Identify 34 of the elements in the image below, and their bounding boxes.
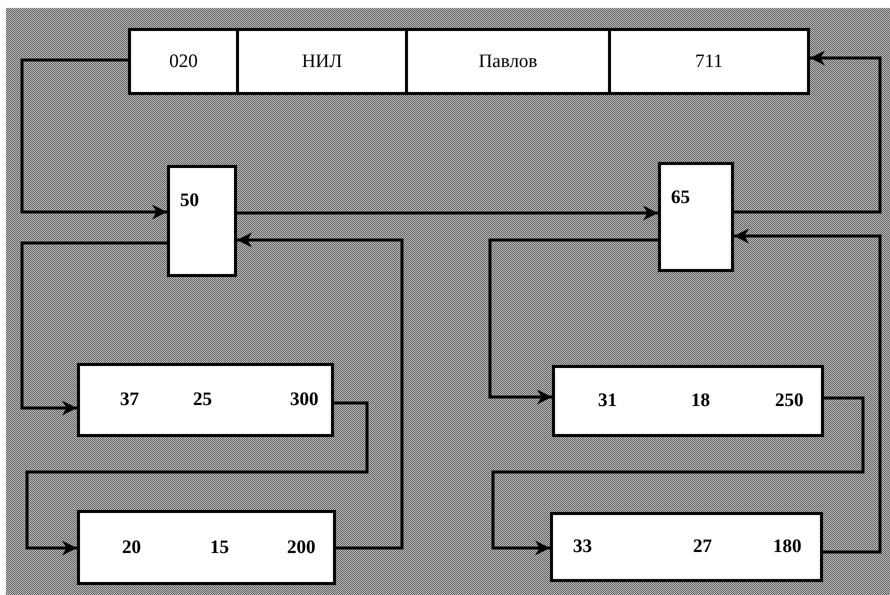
field-value: Павлов <box>478 50 538 72</box>
arrow <box>734 50 882 214</box>
field-value: 711 <box>695 50 723 72</box>
node-value: 65 <box>670 186 691 209</box>
record-box <box>128 28 810 95</box>
list-element-box <box>77 510 336 585</box>
field-value: 20 <box>122 536 141 558</box>
field-value: 37 <box>120 389 139 411</box>
list-element-box <box>552 365 824 437</box>
arrow <box>20 242 167 416</box>
list-element-box <box>77 363 334 437</box>
list-element-box <box>550 512 823 582</box>
arrow <box>492 396 864 556</box>
field-value: 31 <box>598 390 617 412</box>
field-value: 15 <box>210 536 229 558</box>
node-value: 50 <box>179 189 200 212</box>
arrow <box>237 206 658 220</box>
field-value: 250 <box>775 390 804 412</box>
field-value: 020 <box>169 50 198 72</box>
field-value: 300 <box>290 389 318 411</box>
pointer-box <box>658 162 734 272</box>
field-value: 27 <box>693 536 712 558</box>
arrow <box>734 228 882 554</box>
field-value: НИЛ <box>302 50 342 72</box>
field-value: 180 <box>773 536 802 558</box>
field-value: 33 <box>573 536 592 558</box>
arrow <box>26 402 368 556</box>
field-value: 25 <box>193 389 212 411</box>
field-value: 200 <box>287 536 316 558</box>
arrow <box>237 232 404 550</box>
field-value: 18 <box>691 390 710 412</box>
pointer-box <box>167 165 237 277</box>
arrow <box>20 58 167 220</box>
arrow <box>488 238 658 404</box>
